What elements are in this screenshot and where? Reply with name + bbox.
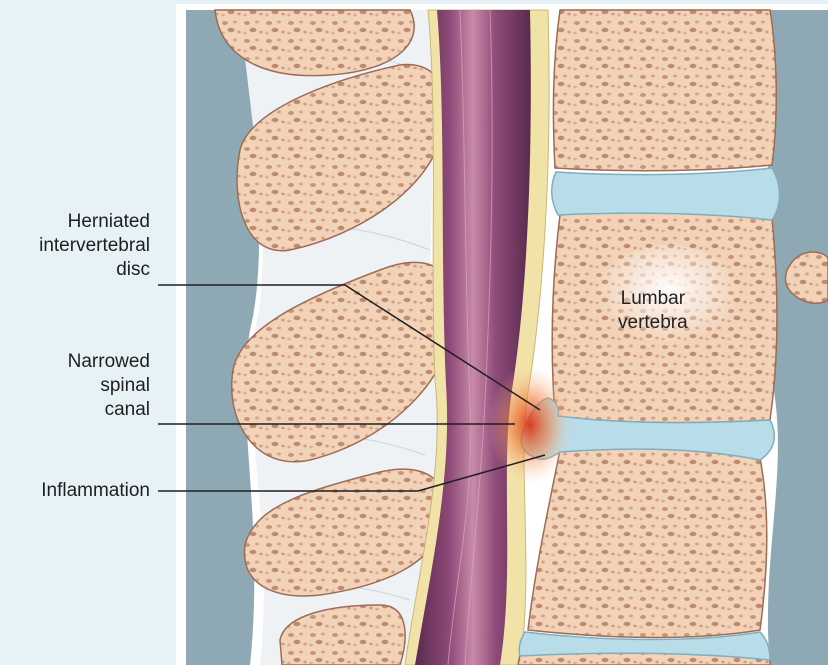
herniated-disc-label-line1: Herniated <box>39 210 150 234</box>
narrowed-canal-label-line1: Narrowed <box>68 350 150 374</box>
herniated-disc-label-line2: intervertebral <box>39 234 150 258</box>
narrowed-canal-label: Narrowed spinal canal <box>68 350 150 422</box>
lumbar-vertebra-label-line1: Lumbar <box>618 287 688 311</box>
lumbar-vertebra-label-line2: vertebra <box>618 311 688 335</box>
upper-disc <box>552 168 780 220</box>
inflammation-label: Inflammation <box>41 479 150 503</box>
lumbar-vertebra-label: Lumbar vertebra <box>618 287 688 335</box>
inflammation-label-line1: Inflammation <box>41 479 150 503</box>
herniated-disc-label-line3: disc <box>39 258 150 282</box>
herniated-disc-label: Herniated intervertebral disc <box>39 210 150 282</box>
narrowed-canal-label-line3: canal <box>68 398 150 422</box>
narrowed-canal-label-line2: spinal <box>68 374 150 398</box>
